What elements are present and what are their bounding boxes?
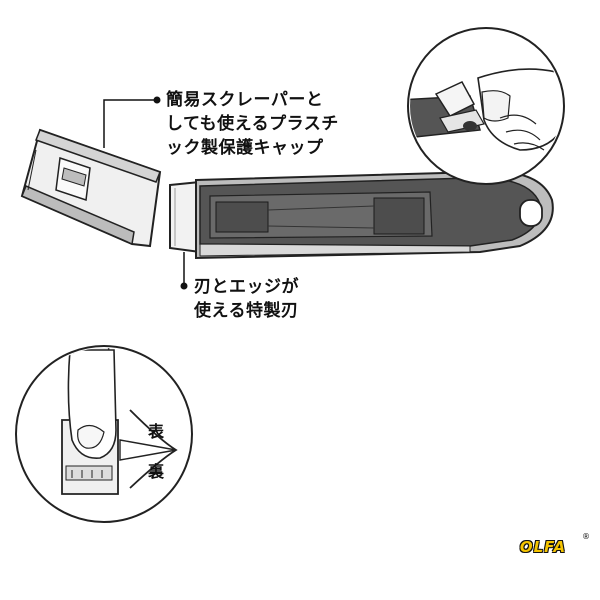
blade-callout-line-1: 刃とエッジが (194, 277, 299, 297)
cap-detail-inset (407, 27, 565, 185)
cap-callout-line-1: 簡易スクレーパーと (166, 90, 324, 110)
brand-logo-text: OLFA (519, 538, 567, 556)
cap-callout-line-3: ック製保護キャップ (166, 138, 324, 158)
blade-callout-line-2: 使える特製刃 (194, 301, 299, 321)
blade-detail-inset (15, 345, 193, 523)
blade-callout: 刃とエッジが 使える特製刃 (194, 275, 299, 323)
cap-callout: 簡易スクレーパーと しても使えるプラスチ ック製保護キャップ (166, 88, 339, 160)
cap-callout-line-2: しても使えるプラスチ (166, 114, 339, 134)
protective-cap (20, 128, 162, 248)
back-face-label: 裏 (148, 462, 165, 481)
blade-leader-line (180, 252, 188, 290)
cap-leader-line (103, 96, 161, 148)
registered-mark: ® (582, 532, 590, 541)
front-face-label: 表 (148, 422, 165, 441)
brand-logo: OLFA ® (502, 532, 590, 556)
scraper-body (169, 170, 554, 260)
